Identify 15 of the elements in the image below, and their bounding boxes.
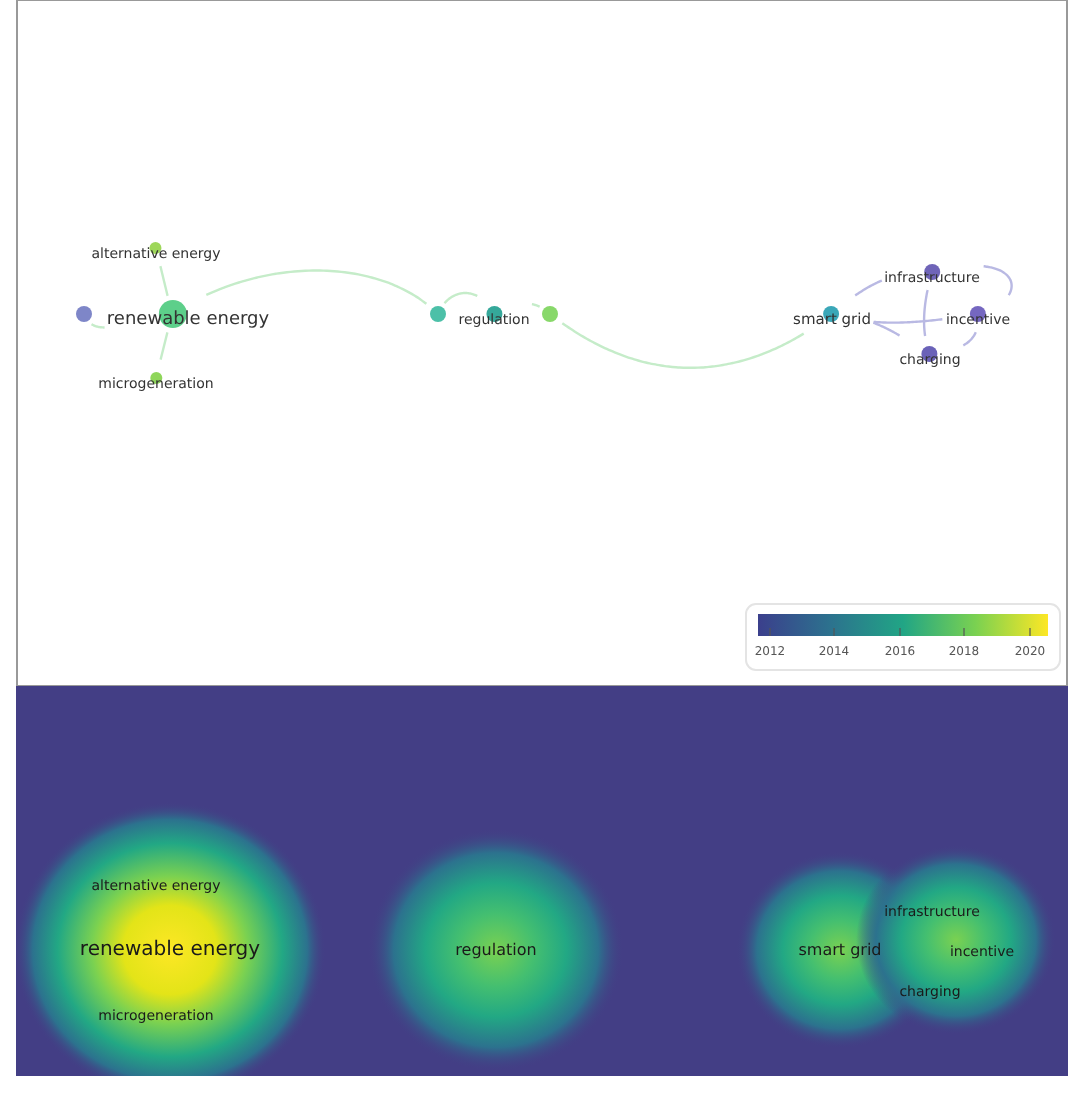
link-line [90,323,106,329]
link-line [530,303,541,308]
link-line [159,265,169,297]
link-line [854,279,883,297]
link-line [205,269,428,305]
link-line [159,331,169,361]
link-line [982,265,1013,297]
density-label: regulation [455,941,537,959]
link-line [872,318,944,324]
link-line [872,321,901,337]
link-line [922,289,929,338]
density-label: smart grid [798,941,882,959]
link-line [443,291,479,305]
link-line [561,322,805,369]
link-line [962,331,977,347]
